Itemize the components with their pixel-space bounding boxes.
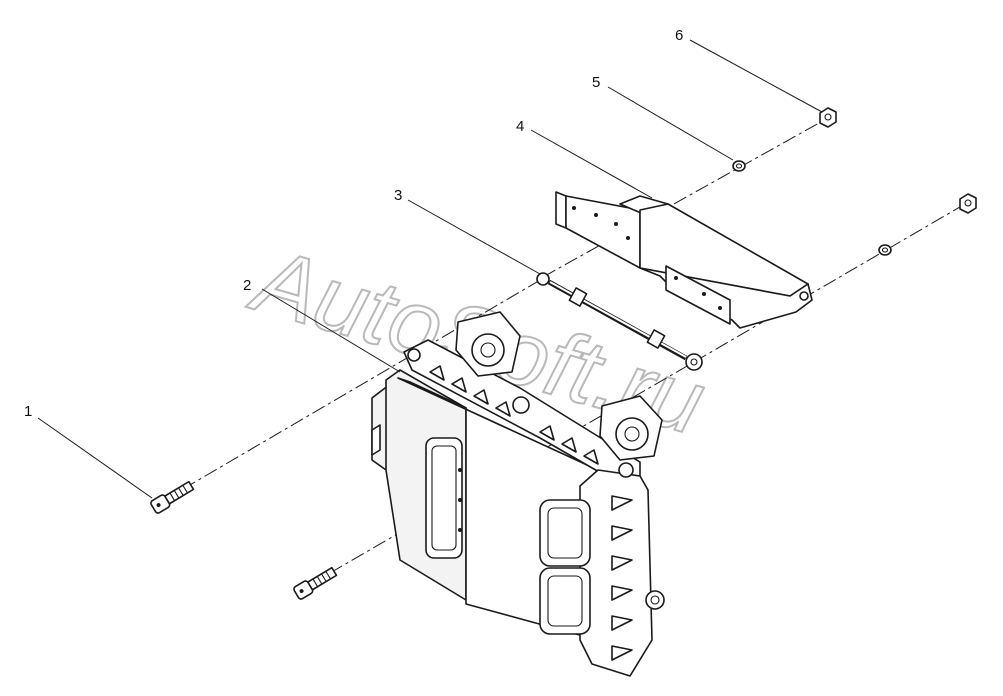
part-2-control-unit xyxy=(371,311,665,677)
callout-4: 4 xyxy=(516,118,524,135)
leader-lines xyxy=(37,39,823,499)
callout-2: 2 xyxy=(243,277,251,294)
part-5-washer-upper xyxy=(732,160,746,172)
part-6-nut-upper xyxy=(819,107,837,128)
part-6-nut-lower xyxy=(959,193,977,214)
part-4-bracket xyxy=(555,191,813,329)
rubber-mount-front xyxy=(599,395,663,461)
connector-right-upper xyxy=(539,499,591,567)
part-1-bolt-lower xyxy=(293,566,338,600)
connector-left xyxy=(425,437,463,559)
rubber-mount-rear xyxy=(455,311,521,377)
part-5-washer-lower xyxy=(878,244,892,256)
callout-1: 1 xyxy=(24,403,32,420)
part-3-link-rod xyxy=(536,272,703,371)
part-1-bolt-upper xyxy=(150,480,195,514)
callout-6: 6 xyxy=(675,27,683,44)
callout-5: 5 xyxy=(592,74,600,91)
callouts: 1 2 3 4 5 6 xyxy=(24,27,683,420)
callout-3: 3 xyxy=(394,187,402,204)
cooling-fins-front xyxy=(611,495,633,661)
cooling-fins-top xyxy=(429,365,599,465)
connector-right-lower xyxy=(539,567,591,635)
